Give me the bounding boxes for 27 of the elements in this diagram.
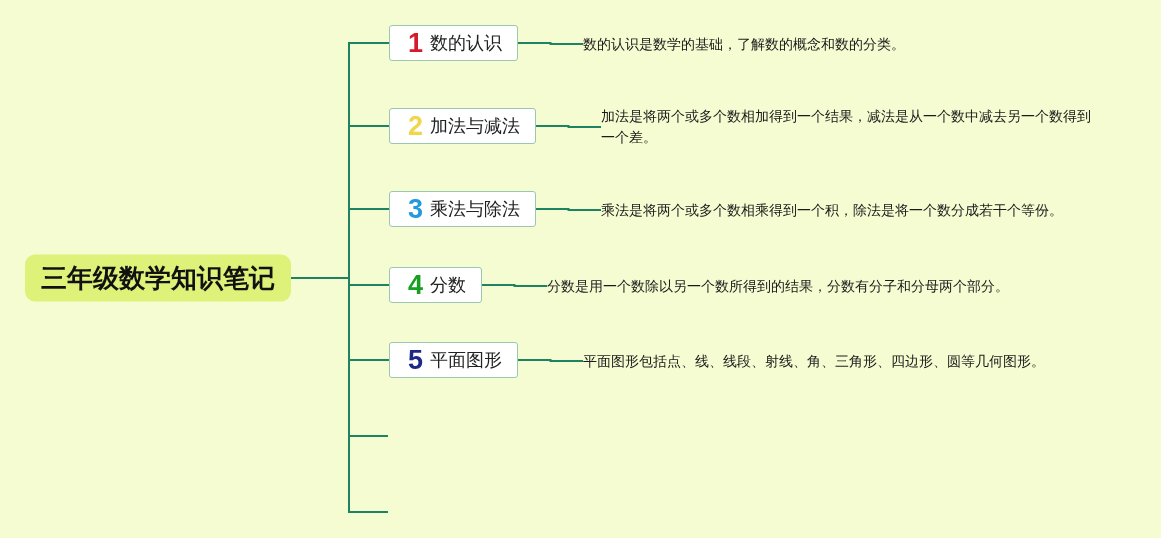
branch-line (517, 42, 584, 45)
priority-number: 4 (408, 271, 424, 299)
topic-box (389, 342, 519, 378)
note-text: 平面图形包括点、线、线段、射线、角、三角形、四边形、圆等几何图形。 (583, 350, 1045, 372)
branch-line (290, 277, 389, 513)
priority-number: 3 (408, 195, 424, 223)
topic-label: 平面图形 (430, 351, 503, 369)
topic-box (389, 267, 483, 303)
note-text: 数的认识是数学的基础，了解数的概念和数的分类。 (583, 33, 905, 55)
note-text: 加法是将两个或多个数相加得到一个结果，减法是从一个数中减去另一个数得到一个差。 (601, 106, 1101, 148)
topic-box (389, 25, 519, 61)
branch-line (517, 359, 584, 362)
priority-number: 5 (408, 346, 424, 374)
topic-box (389, 191, 537, 227)
note-text: 乘法是将两个或多个数相乘得到一个积，除法是将一个数分成若干个等份。 (601, 199, 1063, 221)
branch-line (481, 284, 548, 287)
topic-box (389, 108, 537, 144)
topic-label: 分数 (430, 276, 467, 294)
note-text: 分数是用一个数除以另一个数所得到的结果，分数有分子和分母两个部分。 (547, 275, 1009, 297)
central-topic: 三年级数学知识笔记 (25, 254, 291, 302)
branch-line (535, 125, 602, 128)
topic-label: 加法与减法 (430, 117, 521, 135)
topic-label: 数的认识 (430, 34, 503, 52)
priority-number: 1 (408, 29, 424, 57)
topic-label: 乘法与除法 (430, 200, 521, 218)
priority-number: 2 (408, 112, 424, 140)
branch-line (535, 208, 602, 211)
